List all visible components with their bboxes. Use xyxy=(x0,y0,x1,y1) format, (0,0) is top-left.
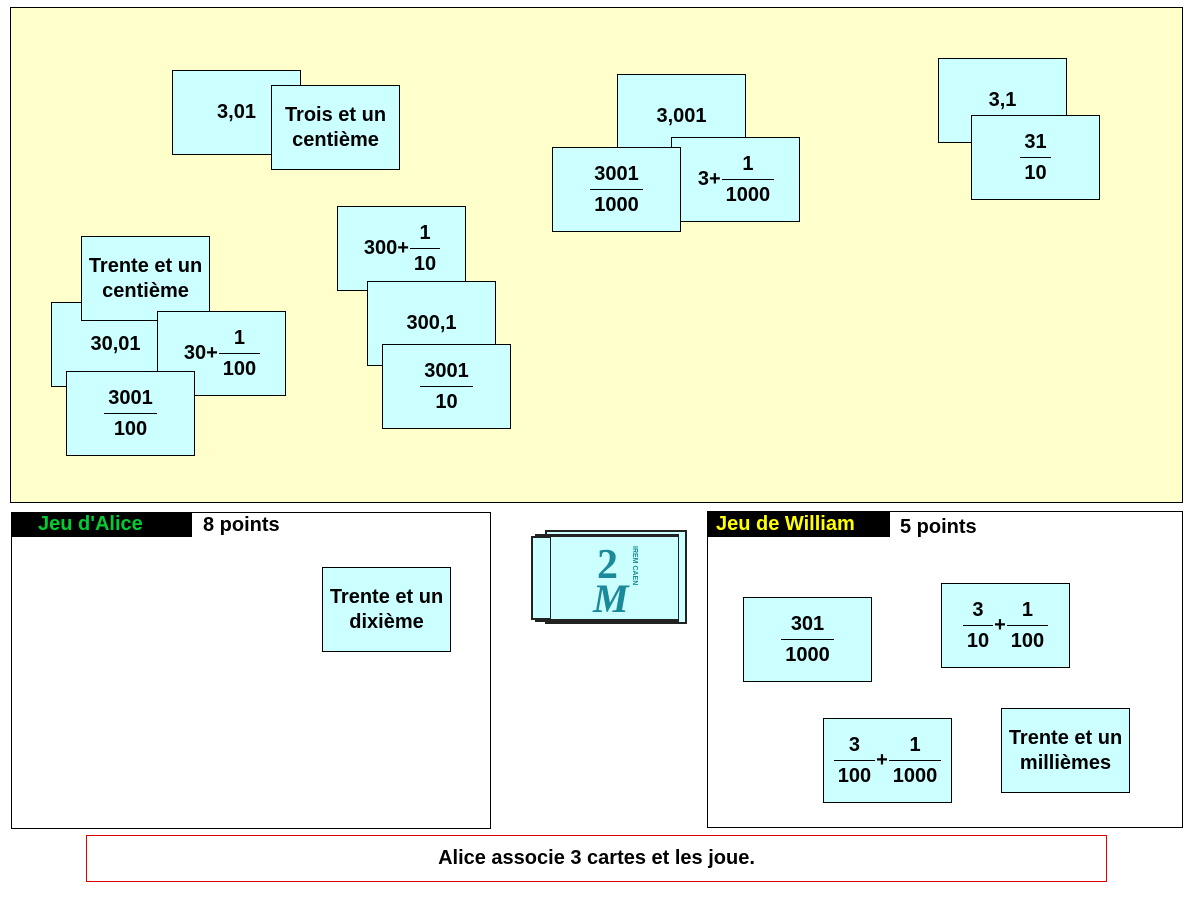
fraction: 3001 10 xyxy=(420,358,473,416)
numerator: 3001 xyxy=(108,386,153,409)
numerator: 3001 xyxy=(424,359,469,382)
fraction-bar xyxy=(1020,156,1051,159)
svg-text:IREM CAEN: IREM CAEN xyxy=(631,546,638,585)
fraction-bar xyxy=(888,759,942,762)
status-message: Alice associe 3 cartes et les joue. xyxy=(86,835,1107,882)
fraction-bar xyxy=(962,624,994,627)
fraction-bar xyxy=(1006,624,1049,627)
2im-logo-icon: 2 M IREM CAEN xyxy=(550,536,679,620)
numerator: 3 xyxy=(848,733,860,756)
denominator: 100 xyxy=(837,765,872,788)
draw-pile[interactable]: 2 M IREM CAEN xyxy=(531,530,687,626)
denominator: 1000 xyxy=(892,765,938,788)
denominator: 1000 xyxy=(594,194,639,217)
william-score: 5 points xyxy=(900,516,977,538)
card-text: Trente et un millièmes xyxy=(1008,726,1123,774)
alice-hand xyxy=(11,512,491,829)
fraction-bar xyxy=(833,759,876,762)
fraction: 301 1000 xyxy=(781,611,834,669)
card-text: 3,001 xyxy=(656,105,707,127)
card-text: Trente et un centième xyxy=(88,254,203,302)
numerator: 1 xyxy=(909,733,921,756)
fraction: 3001 1000 xyxy=(590,161,643,219)
denominator: 100 xyxy=(222,358,257,381)
denominator: 10 xyxy=(966,630,990,653)
numerator: 1 xyxy=(233,326,246,349)
card-operator: + xyxy=(994,614,1006,636)
card[interactable]: Trente et un dixième xyxy=(322,567,451,652)
fraction-bar xyxy=(721,178,775,181)
denominator: 10 xyxy=(1024,162,1047,185)
numerator: 31 xyxy=(1024,130,1047,153)
card-text: 3,01 xyxy=(217,101,256,123)
alice-title: Jeu d'Alice xyxy=(12,512,192,537)
card-operator: + xyxy=(876,749,888,771)
fraction-bar xyxy=(409,247,441,250)
card-whole: 3+ xyxy=(697,168,721,190)
card[interactable]: Trente et un millièmes xyxy=(1001,708,1130,793)
fraction-bar xyxy=(590,188,643,191)
card-whole: 30+ xyxy=(183,342,218,364)
numerator: 301 xyxy=(790,612,825,635)
numerator: 3001 xyxy=(594,162,639,185)
william-title: Jeu de William xyxy=(708,512,890,537)
fraction-bar xyxy=(420,385,473,388)
card[interactable]: 3+ 1 1000 xyxy=(671,137,800,222)
denominator: 1000 xyxy=(725,184,771,207)
card-text: 3,1 xyxy=(988,89,1017,111)
denominator: 100 xyxy=(113,418,148,441)
card[interactable]: 3001 1000 xyxy=(552,147,681,232)
card-text: 30,01 xyxy=(90,333,141,355)
fraction-bar xyxy=(104,412,157,415)
card[interactable]: Trois et un centième xyxy=(271,85,400,170)
card-text: 300,1 xyxy=(406,312,457,334)
numerator: 1 xyxy=(419,221,431,244)
numerator: 1 xyxy=(1021,598,1034,621)
numerator: 3 xyxy=(972,598,984,621)
fraction: 1 1000 xyxy=(888,732,942,790)
card-text: Trois et un centième xyxy=(284,103,387,151)
svg-text:2: 2 xyxy=(597,542,618,588)
svg-text:M: M xyxy=(592,576,630,616)
card[interactable]: 301 1000 xyxy=(743,597,872,682)
card-text: Trente et un dixième xyxy=(329,585,444,633)
fraction: 3001 100 xyxy=(104,385,157,443)
fraction: 1 1000 xyxy=(721,151,775,209)
denominator: 100 xyxy=(1010,630,1045,653)
denominator: 10 xyxy=(435,391,458,414)
fraction-bar xyxy=(781,638,834,641)
fraction-bar xyxy=(218,352,261,355)
card[interactable]: 3001 100 xyxy=(66,371,195,456)
numerator: 1 xyxy=(742,152,754,175)
denominator: 1000 xyxy=(785,644,830,667)
card[interactable]: Trente et un centième xyxy=(81,236,210,321)
card-whole: 300+ xyxy=(363,237,409,259)
card[interactable]: 3001 10 xyxy=(382,344,511,429)
alice-score: 8 points xyxy=(203,514,280,536)
denominator: 10 xyxy=(413,253,437,276)
